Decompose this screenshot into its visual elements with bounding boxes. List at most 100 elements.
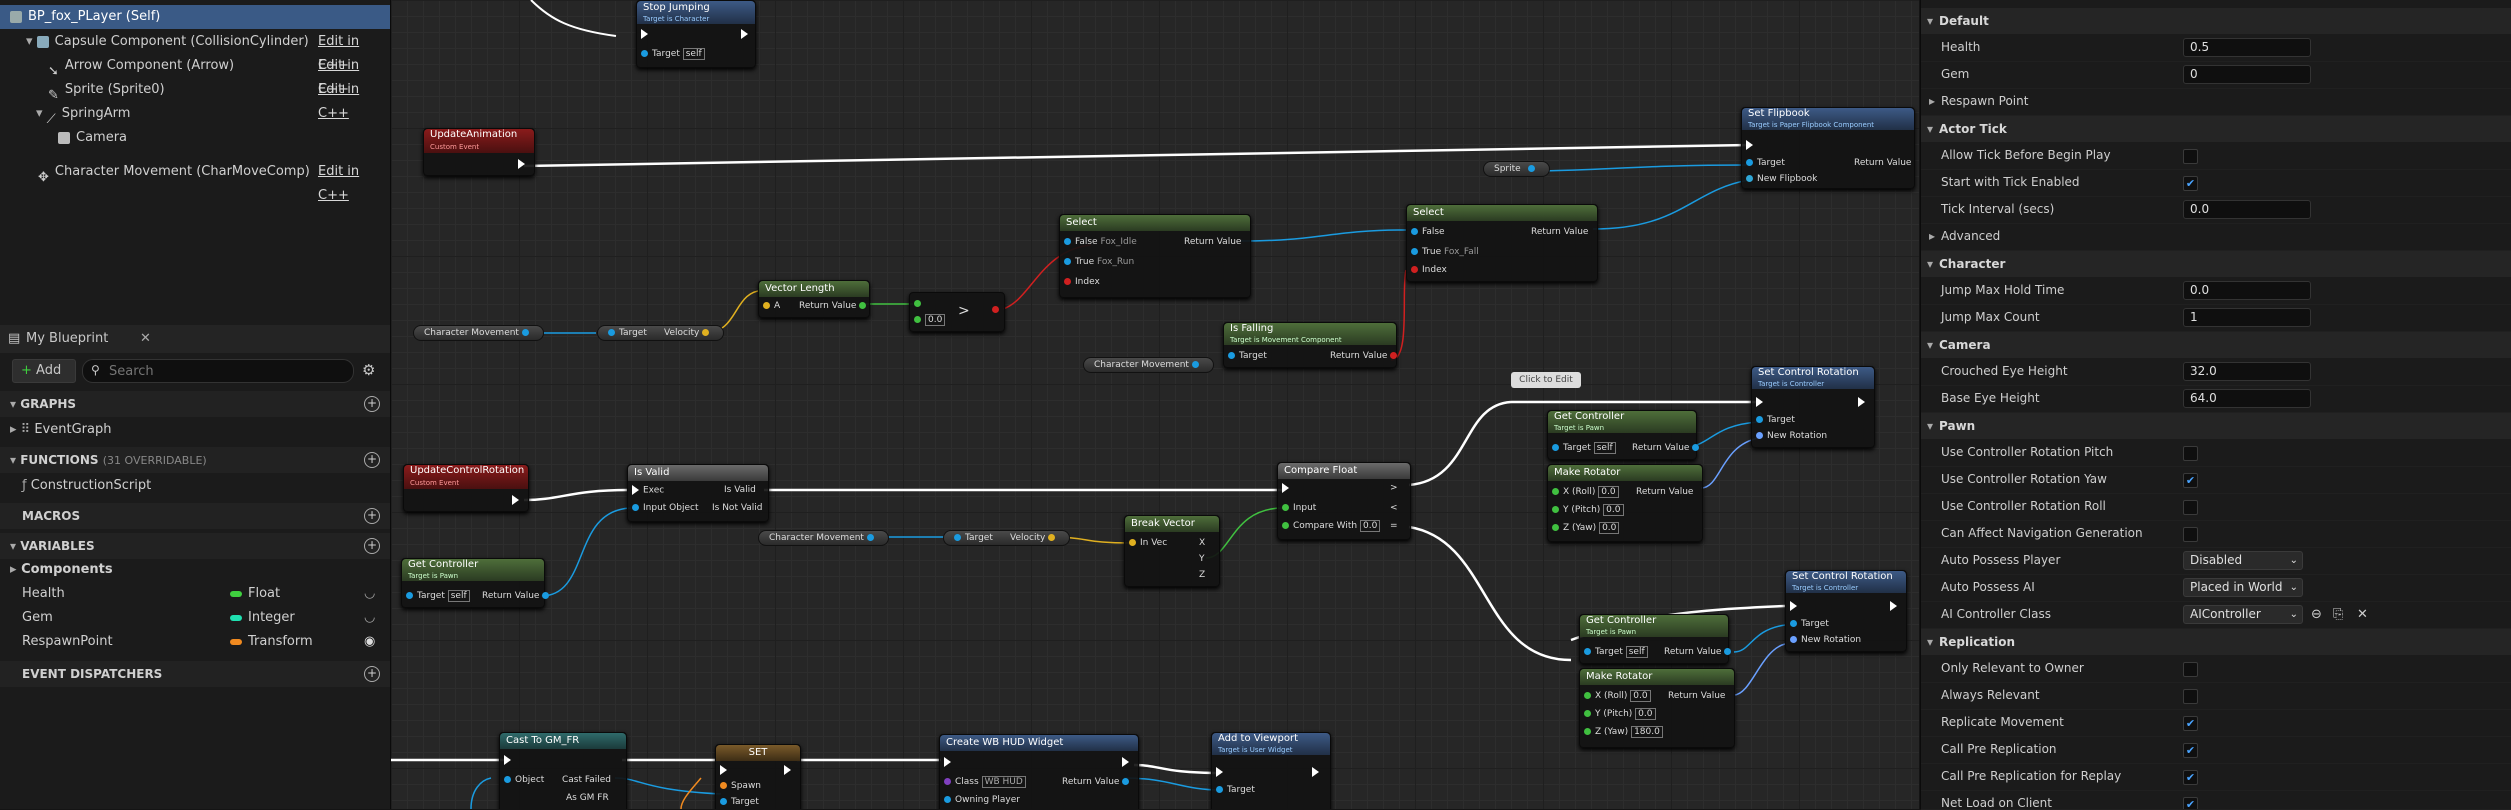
node-get-velocity-3[interactable]: Target Velocity — [943, 530, 1071, 546]
edit-in-cpp-link[interactable]: Edit in C++ — [318, 164, 360, 203]
node-set-spawn[interactable]: SET Spawn Target — [715, 744, 801, 809]
variable-character-movement-3[interactable]: Character Movement — [758, 530, 889, 546]
call-pre-replay-checkbox[interactable]: ✔ — [2183, 770, 2198, 785]
only-owner-checkbox[interactable] — [2183, 662, 2198, 677]
component-item-camera[interactable]: Camera — [0, 126, 390, 150]
add-graph-icon[interactable]: + — [364, 396, 380, 412]
edit-in-cpp-link[interactable]: Edit in C++ — [318, 58, 360, 97]
add-macro-icon[interactable]: + — [364, 508, 380, 524]
visibility-closed-eye-icon[interactable]: ◡ — [364, 586, 376, 601]
call-pre-replication-checkbox[interactable]: ✔ — [2183, 743, 2198, 758]
browse-icon[interactable]: ⎘ — [2333, 607, 2344, 622]
node-vector-length[interactable]: Vector Length A Return Value — [758, 280, 870, 318]
variable-item-respawnpoint[interactable]: RespawnPoint Transform ◉ — [0, 631, 390, 653]
variable-item-gem[interactable]: Gem Integer ◡ — [0, 607, 390, 629]
node-cast-to-gm-fr[interactable]: Cast To GM_FR Object Cast Failed As GM F… — [499, 732, 627, 809]
variable-item-health[interactable]: Health Float ◡ — [0, 583, 390, 605]
my-blueprint-tab[interactable]: ▤ My Blueprint ✕ — [0, 325, 390, 353]
variable-character-movement-1[interactable]: Character Movement — [413, 325, 544, 341]
category-pawn[interactable]: ▾Pawn — [1921, 413, 2511, 439]
close-tab-icon[interactable]: ✕ — [140, 331, 151, 346]
allow-tick-checkbox[interactable] — [2183, 149, 2198, 164]
component-item-self[interactable]: BP_fox_PLayer (Self) — [0, 5, 390, 29]
visibility-closed-eye-icon[interactable]: ◡ — [364, 610, 376, 625]
always-relevant-checkbox[interactable] — [2183, 689, 2198, 704]
tick-interval-input[interactable]: 0.0 — [2183, 200, 2311, 219]
ai-controller-select[interactable]: AIController⌄ — [2183, 605, 2303, 624]
variables-section[interactable]: ▾ VARIABLES + — [0, 533, 390, 559]
event-graph-item[interactable]: ▸ ⠿ EventGraph — [0, 419, 390, 441]
node-get-velocity-1[interactable]: Target Velocity — [597, 325, 725, 341]
replicate-movement-checkbox[interactable]: ✔ — [2183, 716, 2198, 731]
category-replication[interactable]: ▾Replication — [1921, 629, 2511, 655]
node-select-2[interactable]: Select False True Fox_Fall Index Return … — [1406, 204, 1598, 282]
add-dispatcher-icon[interactable]: + — [364, 666, 380, 682]
add-button[interactable]: + Add — [12, 359, 76, 383]
variable-sprite-getter[interactable]: Sprite — [1483, 161, 1550, 177]
node-break-vector[interactable]: Break Vector In Vec X Y Z — [1124, 515, 1220, 587]
auto-possess-player-select[interactable]: Disabled⌄ — [2183, 551, 2303, 570]
component-item-arrow[interactable]: ➘Arrow Component (Arrow) Edit in C++ — [0, 54, 390, 97]
node-make-rotator-1[interactable]: Make Rotator X (Roll) 0.0 Y (Pitch) 0.0 … — [1547, 464, 1703, 542]
node-make-rotator-2[interactable]: Make Rotator X (Roll) 0.0 Y (Pitch) 0.0 … — [1579, 668, 1735, 748]
search-input[interactable] — [107, 362, 341, 380]
jump-count-input[interactable]: 1 — [2183, 308, 2311, 327]
event-dispatchers-section[interactable]: EVENT DISPATCHERS + — [0, 661, 390, 687]
node-compare-float[interactable]: Compare Float Input Compare With 0.0 > <… — [1277, 462, 1411, 540]
use-yaw-checkbox[interactable]: ✔ — [2183, 473, 2198, 488]
reroute-comment[interactable]: Click to Edit — [1511, 372, 1581, 388]
add-variable-icon[interactable]: + — [364, 538, 380, 554]
component-item-capsule[interactable]: ▾ Capsule Component (CollisionCylinder) … — [0, 30, 390, 73]
construction-script-item[interactable]: ƒ ConstructionScript — [0, 475, 390, 497]
net-load-checkbox[interactable]: ✔ — [2183, 797, 2198, 809]
variable-character-movement-2[interactable]: Character Movement — [1083, 357, 1214, 373]
expand-icon[interactable]: ▸ — [10, 422, 17, 437]
graphs-section[interactable]: ▾ GRAPHS + — [0, 391, 390, 417]
base-eye-input[interactable]: 64.0 — [2183, 389, 2311, 408]
crouched-eye-input[interactable]: 32.0 — [2183, 362, 2311, 381]
edit-in-cpp-link[interactable]: Edit in C++ — [318, 82, 360, 121]
expand-icon[interactable]: ▸ — [10, 562, 17, 577]
jump-hold-input[interactable]: 0.0 — [2183, 281, 2311, 300]
gem-input[interactable]: 0 — [2183, 65, 2311, 84]
tree-expand-icon[interactable]: ▾ — [36, 106, 43, 121]
functions-section[interactable]: ▾ FUNCTIONS (31 OVERRIDABLE) + — [0, 447, 390, 473]
components-category[interactable]: ▸ Components — [0, 559, 390, 581]
add-function-icon[interactable]: + — [364, 452, 380, 468]
node-is-valid[interactable]: Is Valid Exec Input Object Is Valid Is N… — [627, 464, 769, 522]
expand-icon[interactable]: ▸ — [1929, 94, 1936, 108]
category-default[interactable]: ▾Default — [1921, 8, 2511, 34]
tree-expand-icon[interactable]: ▾ — [26, 34, 33, 49]
component-item-sprite[interactable]: ✎Sprite (Sprite0) Edit in C++ — [0, 78, 390, 121]
clear-icon[interactable]: ✕ — [2357, 607, 2368, 622]
expand-icon[interactable]: ▸ — [1929, 229, 1936, 243]
use-pitch-checkbox[interactable] — [2183, 446, 2198, 461]
use-roll-checkbox[interactable] — [2183, 500, 2198, 515]
health-input[interactable]: 0.5 — [2183, 38, 2311, 57]
auto-possess-ai-select[interactable]: Placed in World⌄ — [2183, 578, 2303, 597]
node-greater-than[interactable]: 0.0 > — [909, 292, 1005, 332]
category-actor-tick[interactable]: ▾Actor Tick — [1921, 116, 2511, 142]
settings-gear-icon[interactable]: ⚙ — [362, 361, 376, 379]
prop-advanced[interactable]: ▸Advanced — [1921, 223, 2511, 251]
category-camera[interactable]: ▾Camera — [1921, 332, 2511, 358]
node-create-widget[interactable]: Create WB HUD Widget Class WB HUD Owning… — [939, 734, 1139, 809]
prop-respawn-point[interactable]: ▸Respawn Point — [1921, 88, 2511, 116]
use-selected-icon[interactable]: ⊖ — [2311, 607, 2322, 622]
visibility-open-eye-icon[interactable]: ◉ — [364, 634, 376, 649]
component-item-charmove[interactable]: ✥Character Movement (CharMoveComp) Edit … — [0, 160, 390, 203]
edit-in-cpp-link[interactable]: Edit in C++ — [318, 34, 360, 73]
macros-section[interactable]: MACROS + — [0, 503, 390, 529]
category-character[interactable]: ▾Character — [1921, 251, 2511, 277]
